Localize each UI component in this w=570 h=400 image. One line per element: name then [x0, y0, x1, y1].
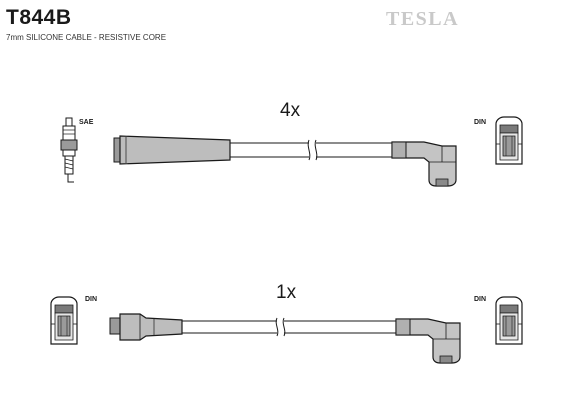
end-label-right: DIN [474, 296, 487, 303]
end-label-right: DIN [474, 119, 487, 126]
straight-boot [113, 135, 231, 165]
cable-wire [182, 317, 396, 337]
cable-wire [230, 139, 392, 161]
din-plug-icon [50, 296, 78, 345]
straight-boot [109, 313, 183, 341]
part-number: T844B [6, 6, 72, 29]
cable-quantity: 1x [276, 282, 297, 303]
end-label-left: DIN [85, 296, 98, 303]
cable-description: 7mm SILICONE CABLE - RESISTIVE CORE [6, 33, 167, 42]
din-plug-icon [495, 116, 523, 165]
cable-1x [50, 296, 523, 364]
end-label-left: SAE [79, 119, 94, 126]
angle-boot [391, 141, 457, 187]
cable-quantity: 4x [280, 100, 301, 121]
cable-4x [60, 116, 523, 187]
din-plug-icon [495, 296, 523, 345]
brand-logo: TESLA [386, 8, 460, 30]
spark-plug-icon [60, 117, 78, 183]
angle-boot [395, 318, 461, 364]
